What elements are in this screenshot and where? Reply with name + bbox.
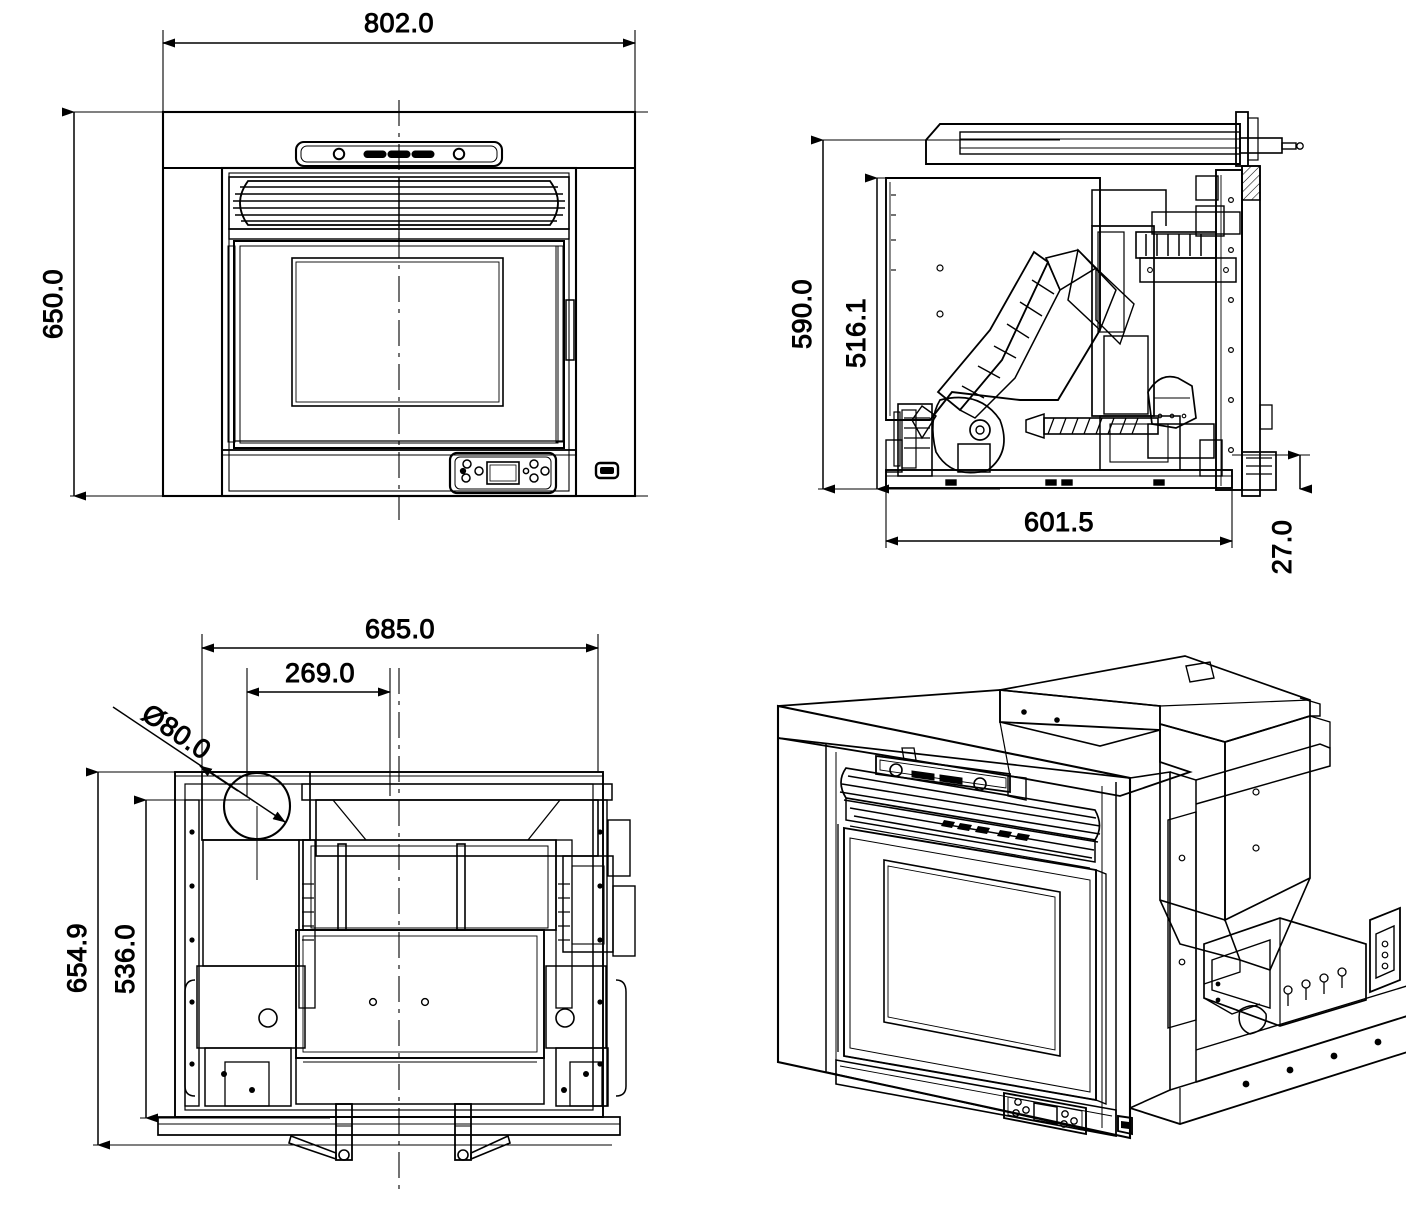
dim-plan-inner-depth: 536.0 <box>110 795 158 1123</box>
control-panel <box>1003 1091 1087 1136</box>
dim-front-width-label: 802.0 <box>364 8 434 38</box>
door-glass-panel <box>291 257 504 407</box>
dim-side-depth-label: 601.5 <box>1024 507 1094 537</box>
lcd-display[interactable] <box>1033 1102 1058 1125</box>
plan-outer-chassis <box>157 771 621 1136</box>
view-front-elevation: 802.0 650.0 <box>38 8 648 520</box>
door-latch <box>565 299 575 361</box>
iso-hopper-top <box>999 655 1311 747</box>
dim-plan-inner-depth-label: 536.0 <box>110 924 140 994</box>
door-assembly <box>837 824 1107 1105</box>
flue-outlet-circle <box>201 771 311 880</box>
view-side-section: 590.0 516.1 601.5 27.0 <box>787 111 1312 575</box>
dim-front-height: 650.0 <box>38 107 86 501</box>
dim-side-flange-label: 27.0 <box>1267 520 1297 575</box>
dim-side-depth: 601.5 <box>885 507 1233 546</box>
dim-plan-width-label: 685.0 <box>365 614 435 644</box>
view-isometric <box>776 655 1406 1140</box>
plan-left-module <box>184 799 316 1107</box>
side-base-chassis <box>885 439 1233 489</box>
dim-side-height-overall: 590.0 <box>787 135 835 494</box>
decorative-front-frame <box>776 704 1132 1140</box>
dim-plan-width: 685.0 <box>201 614 599 653</box>
power-inlet-socket <box>1369 906 1401 994</box>
iso-rear-rail <box>1195 715 1331 985</box>
side-witness-lines <box>818 139 1312 548</box>
service-port <box>594 461 620 480</box>
control-buttons-right[interactable] <box>522 459 550 483</box>
pull-out-handles[interactable] <box>288 1103 511 1161</box>
side-front-panel-column <box>1195 165 1277 497</box>
dim-front-height-label: 650.0 <box>38 269 68 339</box>
dim-plan-inner-width-label: 269.0 <box>285 658 355 688</box>
firebox-outline <box>295 783 613 1105</box>
dim-side-height-overall-label: 590.0 <box>787 279 817 349</box>
plan-right-module <box>545 799 636 1107</box>
side-feed-tube <box>1025 412 1159 440</box>
view-plan: 685.0 269.0 654.9 536.0 Ø80.0 <box>62 614 636 1190</box>
top-handle-bar <box>875 747 1027 801</box>
pellet-hopper <box>1159 697 1321 971</box>
dim-flue-diameter-label: Ø80.0 <box>137 698 217 765</box>
handle-slot-3 <box>411 150 435 158</box>
handle-hole-left <box>332 147 346 161</box>
dim-front-width: 802.0 <box>162 8 636 48</box>
side-top-lid <box>925 111 1304 167</box>
dim-side-height-hopper-label: 516.1 <box>841 298 871 368</box>
slide-out-chassis <box>1129 771 1406 1125</box>
convection-air-grille <box>839 767 1101 869</box>
pellet-hopper <box>885 177 1101 421</box>
burn-pot <box>1147 375 1215 459</box>
handle-slot-1 <box>363 150 387 158</box>
control-buttons-left[interactable] <box>459 459 484 483</box>
door-assembly <box>227 240 575 449</box>
dim-plan-inner-width: 269.0 <box>246 658 391 697</box>
door-glass-panel <box>883 859 1061 1057</box>
dim-side-height-hopper: 516.1 <box>841 173 889 494</box>
dim-plan-depth: 654.9 <box>62 767 110 1150</box>
control-panel <box>448 451 558 495</box>
lcd-display[interactable] <box>486 461 520 485</box>
auger-screw-conveyor <box>936 248 1135 419</box>
service-port <box>1117 1114 1133 1136</box>
iso-brand-marks <box>941 820 1030 841</box>
control-buttons[interactable] <box>1012 1098 1078 1128</box>
front-witness-lines <box>70 30 648 497</box>
dim-side-flange: 27.0 <box>1267 450 1312 575</box>
dim-plan-depth-label: 654.9 <box>62 923 92 993</box>
iso-feed-box <box>1203 917 1367 1035</box>
handle-hole-right <box>452 147 466 161</box>
